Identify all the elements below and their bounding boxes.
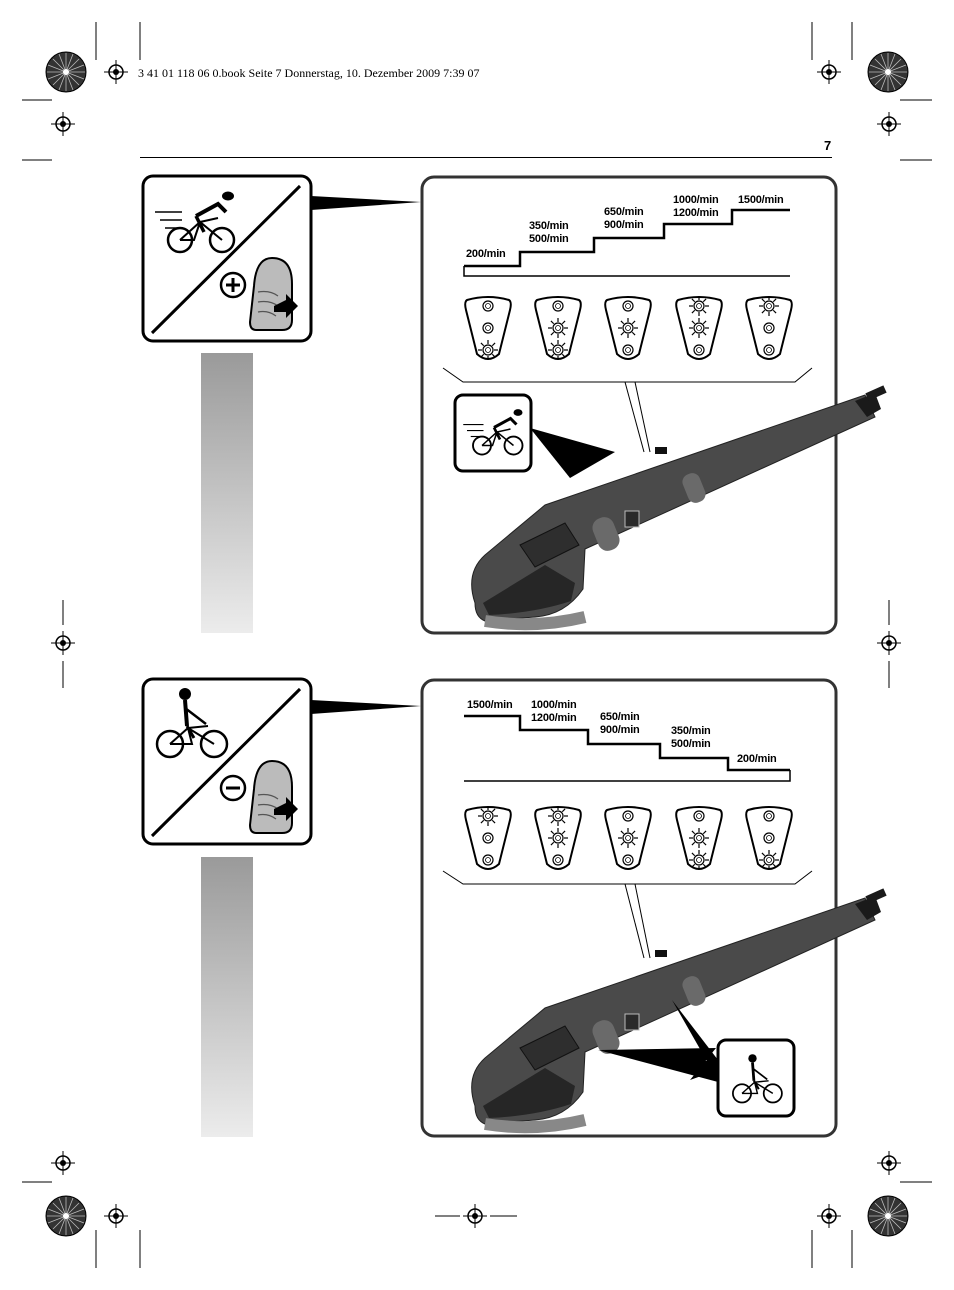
fast-cyclist-badge	[453, 393, 533, 473]
slow-cyclist-badge	[716, 1038, 796, 1118]
led-indicator	[745, 806, 793, 870]
led-on-icon	[548, 828, 568, 848]
speed-value: 900/min	[604, 219, 644, 231]
led-indicator	[464, 296, 512, 360]
led-off-icon	[482, 300, 494, 312]
led-indicator	[675, 806, 723, 870]
led-off-icon	[482, 832, 494, 844]
speed-value: 500/min	[529, 233, 569, 245]
led-indicator-row	[464, 296, 793, 360]
header-rule	[140, 157, 832, 158]
speed-value: 1000/min	[531, 699, 577, 711]
speed-label: 200/min	[466, 248, 506, 261]
crop-marks	[22, 22, 932, 1268]
callout-pointer	[311, 196, 421, 210]
led-off-icon	[693, 810, 705, 822]
speed-value: 200/min	[466, 248, 506, 260]
speed-label: 200/min	[737, 753, 777, 766]
led-indicator	[534, 806, 582, 870]
speed-label: 1500/min	[467, 699, 513, 712]
led-indicator	[464, 806, 512, 870]
speed-value: 1200/min	[531, 712, 577, 724]
minus-icon	[219, 774, 247, 802]
led-on-icon	[478, 806, 498, 826]
book-slug: 3 41 01 118 06 0.book Seite 7 Donnerstag…	[138, 66, 480, 80]
led-off-icon	[693, 344, 705, 356]
led-on-icon	[689, 296, 709, 316]
led-on-icon	[548, 340, 568, 360]
speed-label: 1500/min	[738, 194, 784, 207]
speed-staircase	[464, 714, 790, 772]
speed-value: 1500/min	[738, 194, 784, 206]
gradient-bar-bottom	[201, 857, 253, 1137]
led-off-icon	[552, 854, 564, 866]
led-indicator	[745, 296, 793, 360]
decrease-speed-panel	[141, 677, 885, 1138]
led-indicator	[604, 806, 652, 870]
speed-value: 350/min	[671, 725, 711, 737]
led-off-icon	[622, 810, 634, 822]
led-off-icon	[763, 322, 775, 334]
led-indicator	[534, 296, 582, 360]
speed-value: 900/min	[600, 724, 640, 736]
led-on-icon	[759, 296, 779, 316]
led-off-icon	[763, 832, 775, 844]
increase-speed-panel	[141, 174, 885, 635]
speed-value: 1500/min	[467, 699, 513, 711]
led-indicator-row	[464, 806, 793, 870]
plus-icon	[219, 271, 247, 299]
led-off-icon	[552, 300, 564, 312]
led-off-icon	[622, 344, 634, 356]
led-off-icon	[763, 810, 775, 822]
led-off-icon	[622, 300, 634, 312]
callout-pointer	[311, 700, 421, 714]
speed-value: 1000/min	[673, 194, 719, 206]
led-on-icon	[548, 806, 568, 826]
speed-value: 650/min	[600, 711, 640, 723]
gradient-bar-top	[201, 353, 253, 633]
speed-value: 350/min	[529, 220, 569, 232]
speed-value: 200/min	[737, 753, 777, 765]
speed-value: 650/min	[604, 206, 644, 218]
led-on-icon	[618, 828, 638, 848]
led-on-icon	[548, 318, 568, 338]
led-on-icon	[689, 850, 709, 870]
led-indicator	[604, 296, 652, 360]
speed-staircase	[464, 208, 790, 268]
led-off-icon	[622, 854, 634, 866]
speed-value: 1200/min	[673, 207, 719, 219]
led-indicator	[675, 296, 723, 360]
led-off-icon	[482, 854, 494, 866]
led-on-icon	[689, 318, 709, 338]
led-on-icon	[478, 340, 498, 360]
led-on-icon	[689, 828, 709, 848]
led-off-icon	[482, 322, 494, 334]
led-on-icon	[759, 850, 779, 870]
led-on-icon	[618, 318, 638, 338]
led-off-icon	[763, 344, 775, 356]
speed-value: 500/min	[671, 738, 711, 750]
page-number: 7	[824, 138, 832, 153]
